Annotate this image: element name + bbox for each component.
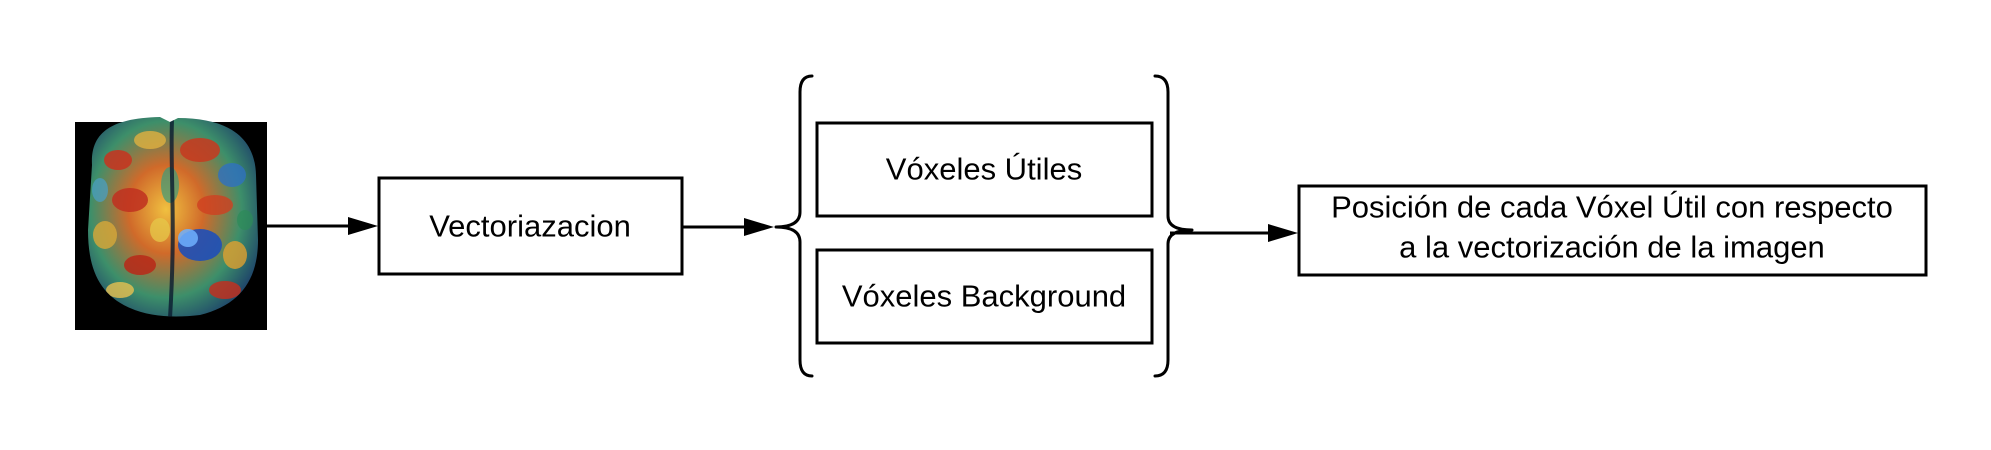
- output-label-line1: Posición de cada Vóxel Útil con respecto: [1331, 190, 1893, 225]
- background-voxels-box: Vóxeles Background: [815, 248, 1154, 345]
- brain-scan-heatmap-icon: [88, 117, 258, 317]
- useful-voxels-box: Vóxeles Útiles: [815, 121, 1154, 218]
- arrow-voxels-to-output: [1170, 224, 1298, 242]
- arrow-vectorization-to-voxels: [682, 218, 774, 236]
- output-label-line2: a la vectorización de la imagen: [1399, 230, 1825, 265]
- vectorization-box: Vectoriazacion: [377, 176, 684, 276]
- vectorization-label: Vectoriazacion: [429, 209, 631, 244]
- arrow-brain-to-vectorization: [267, 217, 378, 235]
- left-brace: [774, 74, 814, 378]
- useful-voxels-label: Vóxeles Útiles: [886, 152, 1082, 187]
- output-box: Posición de cada Vóxel Útil con respecto…: [1297, 184, 1928, 277]
- background-voxels-label: Vóxeles Background: [842, 279, 1126, 314]
- right-brace: [1153, 74, 1194, 378]
- brain-image: [75, 117, 267, 330]
